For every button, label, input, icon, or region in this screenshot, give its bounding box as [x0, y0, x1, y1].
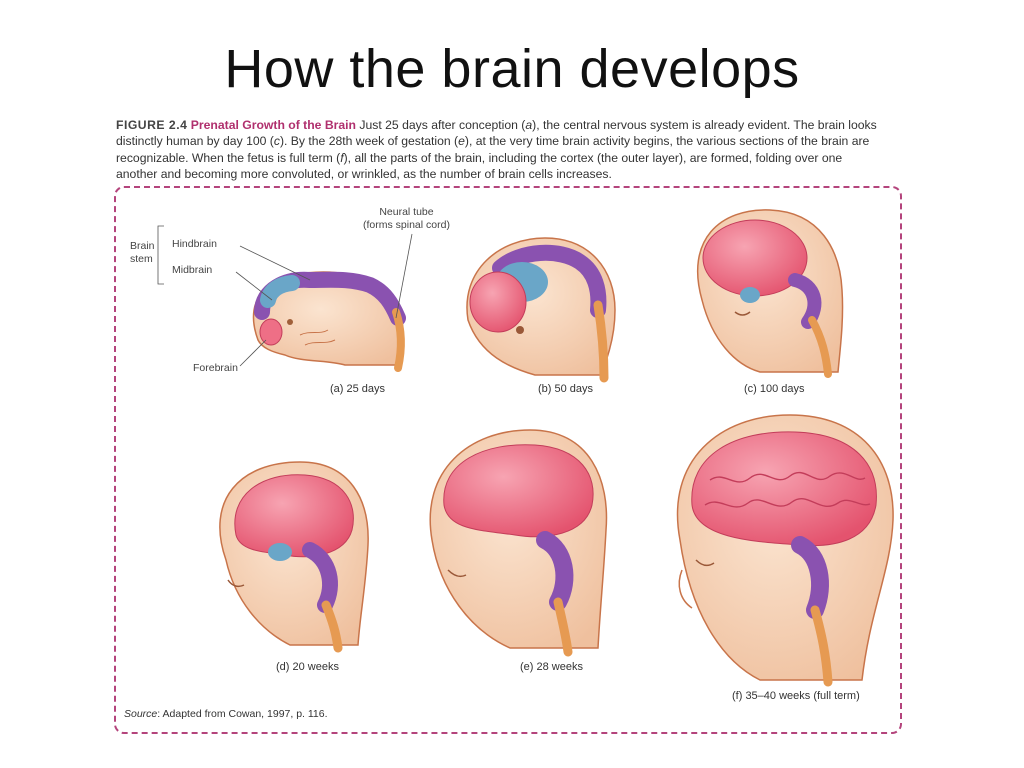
annotation-forebrain: Forebrain	[193, 362, 238, 374]
annotation-hindbrain: Hindbrain	[172, 238, 217, 250]
stage-label-f: (f) 35–40 weeks (full term)	[732, 690, 860, 702]
source-lead: Source	[124, 708, 158, 720]
figure-number: FIGURE 2.4	[116, 118, 188, 132]
slide-title: How the brain develops	[224, 39, 800, 99]
caption-ref: f	[340, 150, 344, 165]
stage-label-c: (c) 100 days	[744, 383, 805, 395]
stage-label-d: (d) 20 weeks	[276, 661, 339, 673]
annotation-brain-stem-line1: Brain	[130, 240, 155, 252]
figure-title: Prenatal Growth of the Brain	[190, 118, 356, 132]
annotation-neural-tube-line2: (forms spinal cord)	[363, 219, 450, 231]
caption-text: ). By the 28th week of gestation (	[279, 134, 459, 149]
figure-source: Source: Adapted from Cowan, 1997, p. 116…	[124, 708, 328, 720]
caption-text: ), at the very time brain activity begin…	[116, 134, 870, 165]
figure-caption: FIGURE 2.4 Prenatal Growth of the Brain …	[116, 117, 886, 183]
caption-text: Just 25 days after conception (	[356, 118, 526, 132]
caption-ref: e	[458, 134, 465, 149]
caption-ref: c	[273, 134, 280, 149]
caption-text: ), all the parts of the brain, including…	[116, 150, 843, 182]
stage-label-e: (e) 28 weeks	[520, 661, 583, 673]
stage-c-fetus	[696, 209, 844, 378]
annotation-midbrain: Midbrain	[172, 264, 213, 276]
source-text: : Adapted from Cowan, 1997, p. 116.	[157, 708, 328, 720]
stage-d-fetus	[219, 461, 369, 653]
stage-e-fetus	[429, 429, 608, 657]
caption-text: ), the central nervous system is already…	[116, 118, 877, 149]
annotation-brain-stem: Brain stem	[130, 240, 155, 266]
stage-f-newborn	[676, 414, 894, 687]
stage-label-b: (b) 50 days	[538, 383, 594, 395]
annotation-neural-tube-line1: Neural tube	[379, 206, 434, 218]
annotation-leaders	[157, 225, 413, 367]
figure-frame	[114, 186, 902, 734]
stage-b-fetus	[466, 237, 616, 383]
annotation-neural-tube: Neural tube (forms spinal cord)	[363, 206, 450, 232]
stage-label-a: (a) 25 days	[330, 383, 386, 395]
caption-ref: a	[525, 118, 533, 132]
annotation-brain-stem-line2: stem	[130, 253, 153, 265]
stage-a-embryo	[252, 271, 406, 372]
